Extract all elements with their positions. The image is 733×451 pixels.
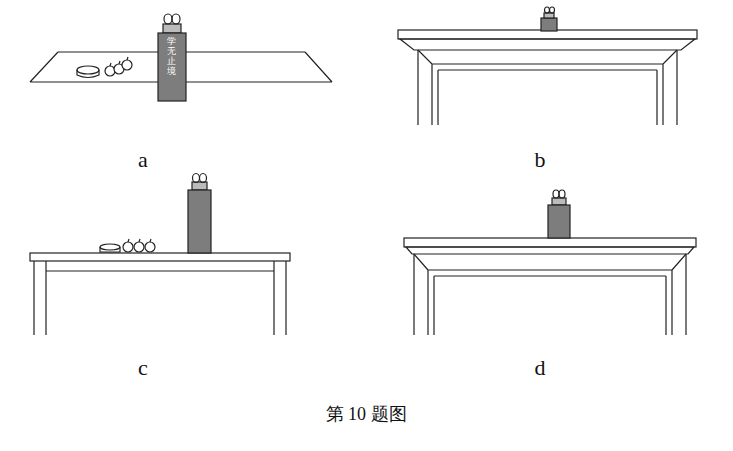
panel-b (398, 7, 697, 125)
panel-label: b (535, 147, 546, 173)
panel-a (30, 14, 332, 101)
panel-d (404, 190, 696, 335)
figure-caption: 第 10 题图 (326, 402, 407, 426)
panel-label: c (138, 355, 148, 381)
panel-label: a (138, 147, 148, 173)
panel-c (30, 174, 290, 336)
panel-label: d (535, 355, 546, 381)
bottle-text: 学无止境 (167, 37, 176, 77)
